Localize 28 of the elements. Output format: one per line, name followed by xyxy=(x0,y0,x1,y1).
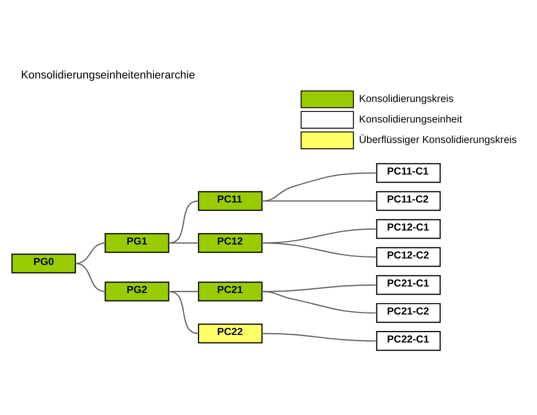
connector xyxy=(262,290,376,314)
diagram-title: Konsolidierungseinheitenhierarchie xyxy=(20,68,196,81)
node-box: PC21 xyxy=(198,281,263,301)
node-box: PC11-C2 xyxy=(376,190,441,210)
connector xyxy=(168,290,199,334)
connector xyxy=(168,200,199,244)
node-box: PC22 xyxy=(198,323,263,343)
connector xyxy=(262,242,376,258)
connector xyxy=(168,242,199,244)
legend-label: Überflüssiger Konsolidierungskreis xyxy=(358,134,517,146)
node-box: PC12-C2 xyxy=(376,246,441,266)
node-box: PC11-C1 xyxy=(376,162,441,182)
node-box: PG0 xyxy=(11,253,76,273)
connector xyxy=(262,332,376,342)
node-box: PG1 xyxy=(104,232,170,252)
node-box: PC22-C1 xyxy=(376,330,441,350)
connector xyxy=(75,262,106,292)
node-box: PC21-C1 xyxy=(376,274,441,294)
connector xyxy=(262,172,376,202)
node-box: PC21-C2 xyxy=(376,302,441,322)
connector xyxy=(75,242,106,264)
legend-label: Konsolidierungskreis xyxy=(358,93,454,104)
node-box: PC12-C1 xyxy=(376,218,441,238)
node-box: PC12 xyxy=(198,232,263,252)
connector xyxy=(262,200,376,202)
legend-label: Konsolidierungseinheit xyxy=(358,114,462,125)
node-box: PG2 xyxy=(104,281,170,301)
node-box: PC11 xyxy=(198,190,263,210)
